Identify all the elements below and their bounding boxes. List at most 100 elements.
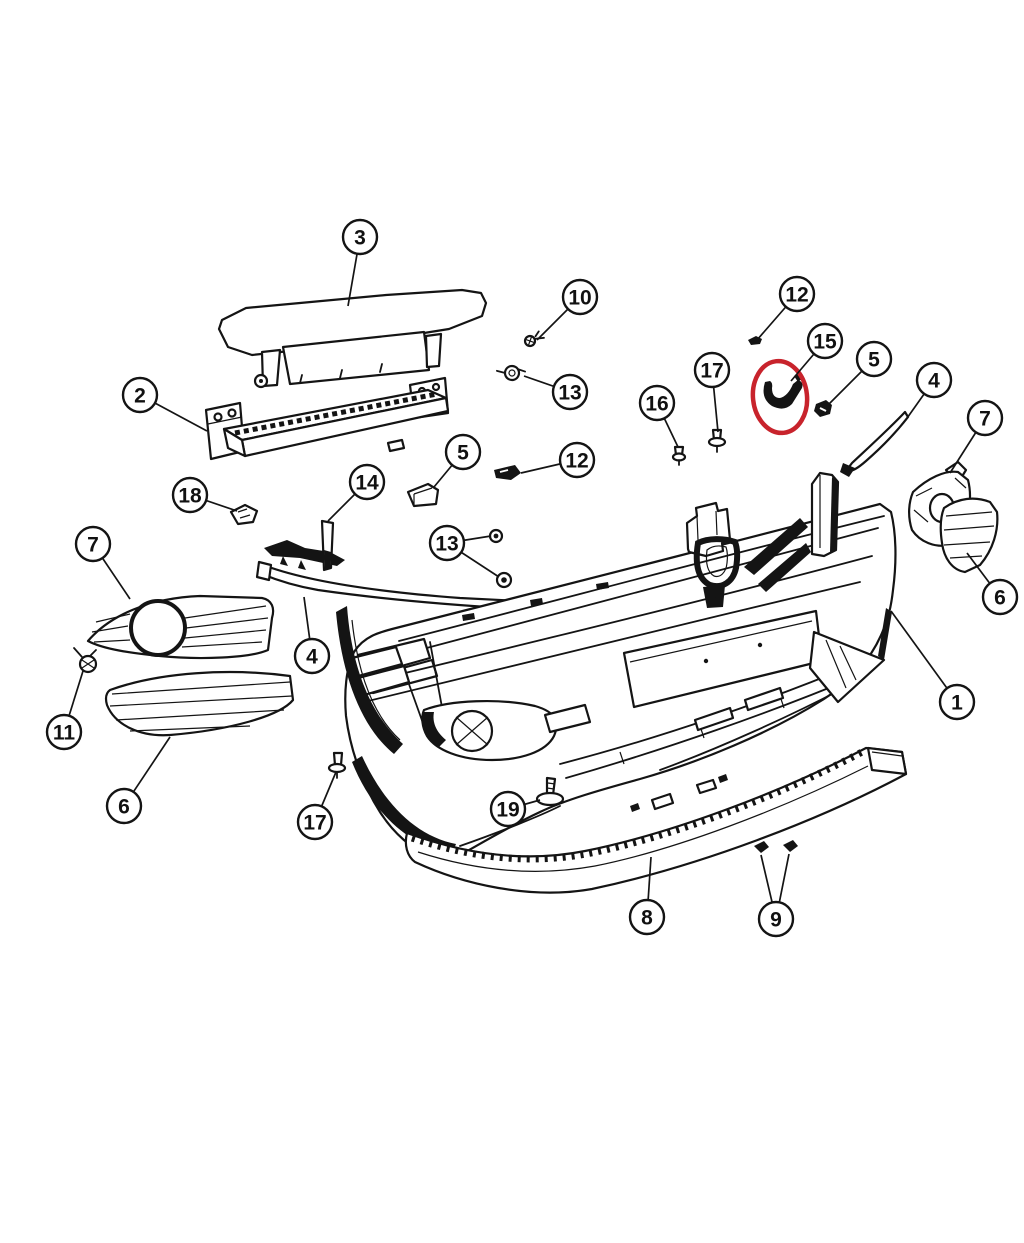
part-1-front-fascia (336, 471, 897, 860)
callout-circle (981, 578, 1019, 616)
callout-circle (966, 399, 1004, 437)
callout-4-20: 4 (293, 637, 331, 675)
callout-number: 14 (355, 472, 379, 495)
part-14-bracket (320, 519, 335, 572)
callout-number: 12 (565, 450, 588, 473)
highlight-layer (750, 358, 810, 436)
pins-for-13-lower (488, 528, 513, 589)
callout-number: 8 (641, 907, 653, 930)
callout-8-24: 8 (628, 898, 666, 936)
callout-14-13: 14 (348, 463, 386, 501)
callout-number: 7 (979, 408, 991, 431)
part-3-grille-reinforcement (217, 288, 488, 389)
callout-16-11: 16 (638, 384, 676, 422)
screw-for-10 (523, 330, 545, 348)
callouts-layer: 3 2 10 13 12 15 5 4 7 6 17 16 18 14 5 12 13 7 11 6 4 1 17 19 8 9 (45, 218, 1019, 938)
callout-circle (938, 683, 976, 721)
callout-circle (806, 322, 844, 360)
callout-circle (778, 275, 816, 313)
callout-circle (121, 376, 159, 414)
callout-number: 16 (645, 393, 668, 416)
clip-for-5-right (814, 400, 832, 417)
part-6-right-insert (939, 497, 999, 574)
callout-number: 4 (306, 646, 318, 669)
part-15-hook (763, 372, 804, 409)
callout-number: 12 (785, 284, 808, 307)
callout-1-21: 1 (938, 683, 976, 721)
screw-for-11 (73, 647, 98, 674)
callout-number: 3 (354, 227, 366, 250)
callout-12-15: 12 (558, 441, 596, 479)
leader-line-1 (890, 610, 958, 703)
callout-circle (341, 218, 379, 256)
callout-circle (558, 441, 596, 479)
callout-circle (561, 278, 599, 316)
rivet-for-19 (535, 776, 565, 807)
callout-circle (489, 790, 527, 828)
callout-18-12: 18 (171, 476, 209, 514)
callout-12-4: 12 (778, 275, 816, 313)
callout-number: 5 (457, 442, 469, 465)
clip-for-18 (229, 503, 259, 526)
callout-number: 9 (770, 909, 782, 932)
screw-for-17-upper (707, 428, 727, 453)
callout-4-7: 4 (915, 361, 953, 399)
callout-circle (628, 898, 666, 936)
callout-number: 5 (868, 349, 880, 372)
callout-number: 1 (951, 692, 963, 715)
callout-number: 6 (994, 587, 1006, 610)
callout-circle (105, 787, 143, 825)
callout-circle (551, 373, 589, 411)
callout-17-10: 17 (693, 351, 731, 389)
callout-number: 13 (558, 382, 581, 405)
callout-number: 19 (496, 799, 519, 822)
screw-for-17-lower (327, 751, 347, 779)
cap-for-5-left (406, 482, 440, 508)
callout-circle (348, 463, 386, 501)
callout-number: 13 (435, 533, 458, 556)
callout-5-6: 5 (855, 340, 893, 378)
callout-13-16: 13 (428, 524, 466, 562)
callout-circle (638, 384, 676, 422)
callout-circle (757, 900, 795, 938)
callout-circle (74, 525, 112, 563)
part-4-left-molding (255, 540, 542, 612)
callout-17-22: 17 (296, 803, 334, 841)
callout-number: 18 (178, 485, 202, 508)
callout-number: 17 (700, 360, 723, 383)
callout-11-18: 11 (45, 713, 83, 751)
clips-for-9 (754, 840, 798, 853)
callout-number: 10 (568, 287, 591, 310)
highlight-ellipse (750, 358, 810, 436)
callout-9-25: 9 (757, 900, 795, 938)
screw-for-16 (671, 445, 687, 466)
callout-7-17: 7 (74, 525, 112, 563)
part-2-impact-bar (204, 376, 450, 461)
callout-circle (296, 803, 334, 841)
callout-circle (45, 713, 83, 751)
callout-19-23: 19 (489, 790, 527, 828)
callout-6-19: 6 (105, 787, 143, 825)
callout-number: 4 (928, 370, 940, 393)
part-4-right-molding (840, 410, 910, 477)
callout-5-14: 5 (444, 433, 482, 471)
callout-3-0: 3 (341, 218, 379, 256)
callout-number: 7 (87, 534, 99, 557)
callout-7-8: 7 (966, 399, 1004, 437)
callout-10-2: 10 (561, 278, 599, 316)
callout-circle (171, 476, 209, 514)
callout-circle (293, 637, 331, 675)
clip-for-13-upper (496, 364, 526, 382)
callout-circle (693, 351, 731, 389)
part-7-left-fog-grille (86, 594, 275, 660)
callout-13-3: 13 (551, 373, 589, 411)
callout-number: 6 (118, 796, 130, 819)
callout-number: 11 (53, 722, 76, 745)
callout-number: 15 (813, 331, 837, 354)
callout-number: 2 (134, 385, 146, 408)
callout-2-1: 2 (121, 376, 159, 414)
callout-circle (428, 524, 466, 562)
callout-circle (855, 340, 893, 378)
